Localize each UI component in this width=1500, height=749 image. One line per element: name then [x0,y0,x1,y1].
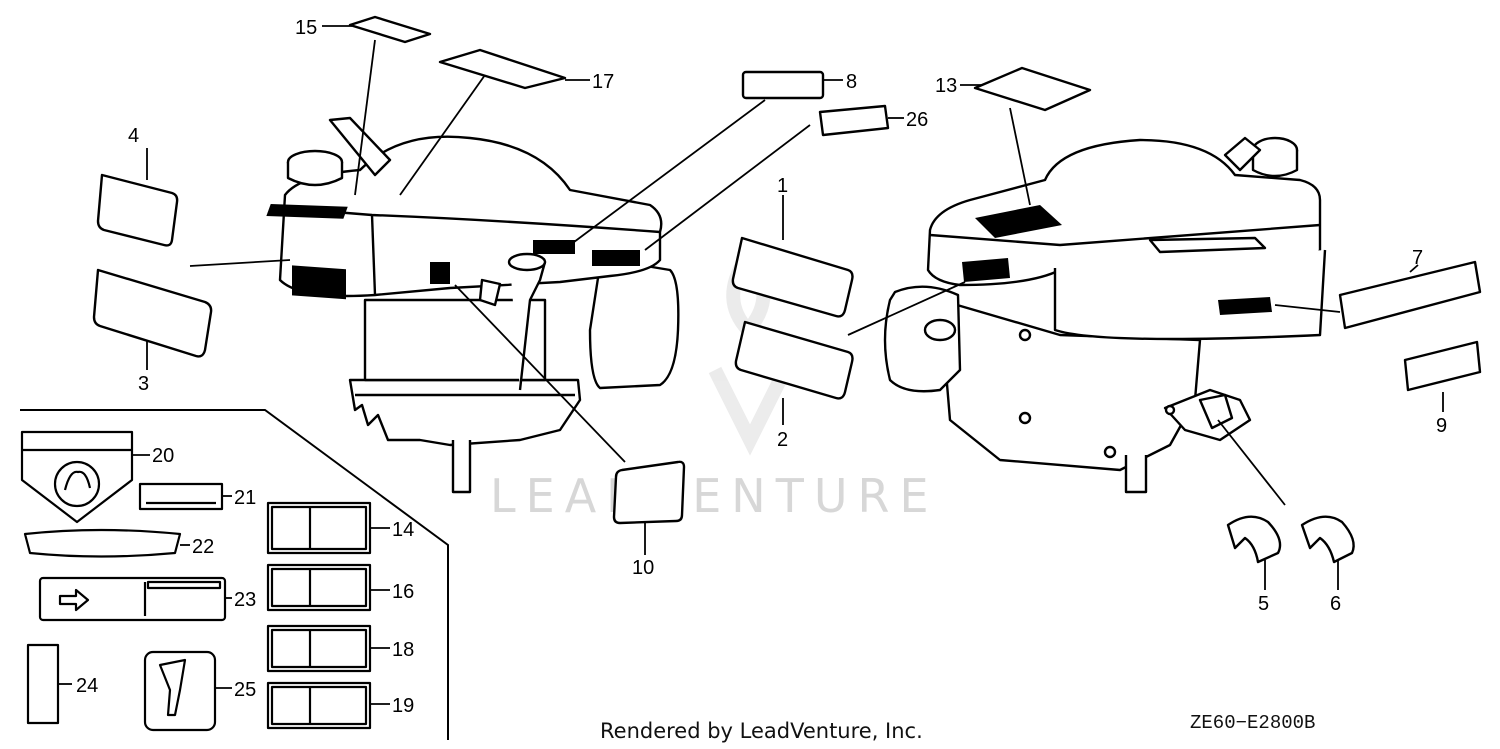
inset-leader-lines [58,454,390,705]
callout-14: 14 [392,519,414,541]
label-2 [734,320,854,400]
left-engine-label-spots [266,204,640,300]
callout-19: 19 [392,695,414,717]
callout-16: 16 [392,581,414,603]
callout-7: 7 [1412,247,1423,269]
callout-numbers: 15 17 4 3 8 26 13 1 2 7 9 10 5 6 20 21 2… [76,17,1447,717]
label-24 [26,643,60,725]
callout-8: 8 [846,71,857,93]
callout-3: 3 [138,373,149,395]
callout-23: 23 [234,589,256,611]
label-8 [741,70,825,100]
label-4 [96,173,179,247]
callout-4: 4 [128,125,139,147]
right-engine [883,136,1327,494]
callout-25: 25 [234,679,256,701]
callout-21: 21 [234,487,256,509]
callout-13: 13 [935,75,957,97]
footer-credit: Rendered by LeadVenture, Inc. [600,719,923,743]
label-22 [23,528,182,558]
label-10 [612,460,686,525]
part-labels [92,15,1482,564]
callout-2: 2 [777,429,788,451]
right-engine-label-spots [962,205,1272,315]
callout-22: 22 [192,536,214,558]
watermark: LEADVENTURE [490,469,939,523]
label-7 [1338,260,1482,330]
label-3 [92,268,213,358]
callout-15: 15 [295,17,317,39]
callout-18: 18 [392,639,414,661]
callout-10: 10 [632,557,654,579]
label-15 [348,15,432,44]
callout-20: 20 [152,445,174,467]
callout-9: 9 [1436,415,1447,437]
leader-lines [146,25,1444,590]
callout-17: 17 [592,71,614,93]
callout-26: 26 [906,109,928,131]
label-26 [818,104,890,137]
callout-1: 1 [777,175,788,197]
label-5 [1226,515,1282,564]
callout-5: 5 [1258,593,1269,615]
label-6 [1300,515,1355,564]
label-21 [138,482,224,511]
diagram-code: ZE60−E2800B [1190,712,1315,734]
label-1 [731,236,854,318]
inset-divider [20,409,449,740]
inset-labels [20,430,372,732]
label-9 [1403,340,1482,392]
callout-24: 24 [76,675,98,697]
callout-6: 6 [1330,593,1341,615]
label-17 [438,48,567,90]
label-13 [973,66,1092,112]
left-engine [278,116,680,494]
